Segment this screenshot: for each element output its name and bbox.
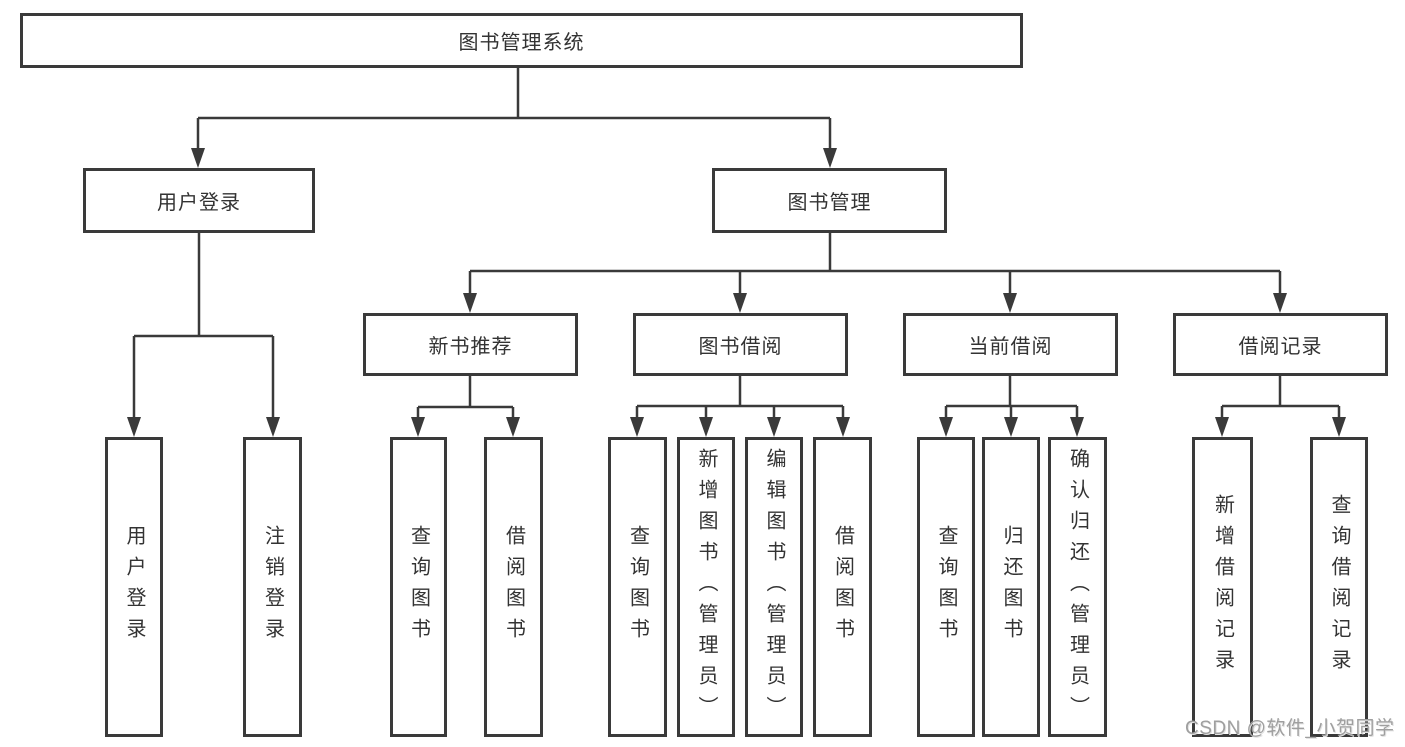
arrowhead xyxy=(939,417,953,437)
connector-book-management-to-branches xyxy=(463,233,1287,313)
connector-book-borrow-to-leaves xyxy=(630,376,850,437)
node-label: 借阅图书 xyxy=(831,525,854,649)
arrowhead xyxy=(266,417,280,437)
node-book-borrowing: 图书借阅 xyxy=(633,313,848,376)
node-label: 编辑图书（管理员） xyxy=(763,447,785,727)
leaf-borrow-books-recommend: 借阅图书 xyxy=(484,437,543,737)
connector-current-borrow-to-leaves xyxy=(939,376,1084,437)
arrowhead xyxy=(506,417,520,437)
csdn-watermark: CSDN @软件_小贺同学 xyxy=(1185,718,1395,739)
arrowhead xyxy=(767,417,781,437)
arrowhead xyxy=(1332,417,1346,437)
arrowhead xyxy=(411,417,425,437)
node-book-management: 图书管理 xyxy=(712,168,947,233)
node-label: 注销登录 xyxy=(261,525,284,649)
leaf-add-books-admin: 新增图书（管理员） xyxy=(677,437,735,737)
node-borrowing-records: 借阅记录 xyxy=(1173,313,1388,376)
node-new-book-recommendation: 新书推荐 xyxy=(363,313,578,376)
arrowhead xyxy=(836,417,850,437)
arrowhead xyxy=(1273,293,1287,313)
connector-borrow-records-to-leaves xyxy=(1215,376,1346,437)
arrowhead xyxy=(823,148,837,168)
arrowhead xyxy=(1215,417,1229,437)
node-label: 当前借阅 xyxy=(968,336,1053,358)
leaf-query-books-current: 查询图书 xyxy=(917,437,975,737)
node-label: 借阅图书 xyxy=(502,525,525,649)
leaf-user-login: 用户登录 xyxy=(105,437,163,737)
node-library-management-system: 图书管理系统 xyxy=(20,13,1023,68)
node-label: 用户登录 xyxy=(157,192,241,214)
node-label: 查询图书 xyxy=(626,525,649,649)
node-current-borrowing: 当前借阅 xyxy=(903,313,1118,376)
arrowhead xyxy=(1003,293,1017,313)
arrowhead xyxy=(630,417,644,437)
arrowhead xyxy=(191,148,205,168)
arrowhead xyxy=(463,293,477,313)
leaf-return-books: 归还图书 xyxy=(982,437,1040,737)
node-label: 新增借阅记录 xyxy=(1211,494,1234,680)
leaf-query-books-recommend: 查询图书 xyxy=(390,437,447,737)
node-label: 查询图书 xyxy=(935,525,957,649)
arrowhead xyxy=(127,417,141,437)
node-label: 图书管理 xyxy=(787,192,872,214)
node-label: 借阅记录 xyxy=(1238,336,1323,358)
connector-new-book-rec-to-leaves xyxy=(411,376,520,437)
leaf-query-books-borrow: 查询图书 xyxy=(608,437,667,737)
node-user-login: 用户登录 xyxy=(83,168,315,233)
connector-root-to-branches xyxy=(191,68,837,168)
node-label: 图书管理系统 xyxy=(458,32,585,54)
node-label: 新书推荐 xyxy=(428,336,513,358)
node-label: 归还图书 xyxy=(1000,525,1022,649)
node-label: 用户登录 xyxy=(123,525,145,649)
node-label: 确认归还（管理员） xyxy=(1066,447,1089,727)
node-label: 查询图书 xyxy=(407,525,430,649)
leaf-logout: 注销登录 xyxy=(243,437,302,737)
leaf-add-borrow-record: 新增借阅记录 xyxy=(1192,437,1253,737)
connector-user-login-to-leaves xyxy=(127,233,280,437)
leaf-edit-books-admin: 编辑图书（管理员） xyxy=(745,437,803,737)
node-label: 图书借阅 xyxy=(698,336,783,358)
node-label: 新增图书（管理员） xyxy=(695,447,717,727)
arrowhead xyxy=(1004,417,1018,437)
arrowhead xyxy=(699,417,713,437)
node-label: 查询借阅记录 xyxy=(1328,494,1350,680)
leaf-borrow-books: 借阅图书 xyxy=(813,437,872,737)
leaf-confirm-return-admin: 确认归还（管理员） xyxy=(1048,437,1107,737)
arrowhead xyxy=(1070,417,1084,437)
leaf-query-borrow-record: 查询借阅记录 xyxy=(1310,437,1368,737)
arrowhead xyxy=(733,293,747,313)
